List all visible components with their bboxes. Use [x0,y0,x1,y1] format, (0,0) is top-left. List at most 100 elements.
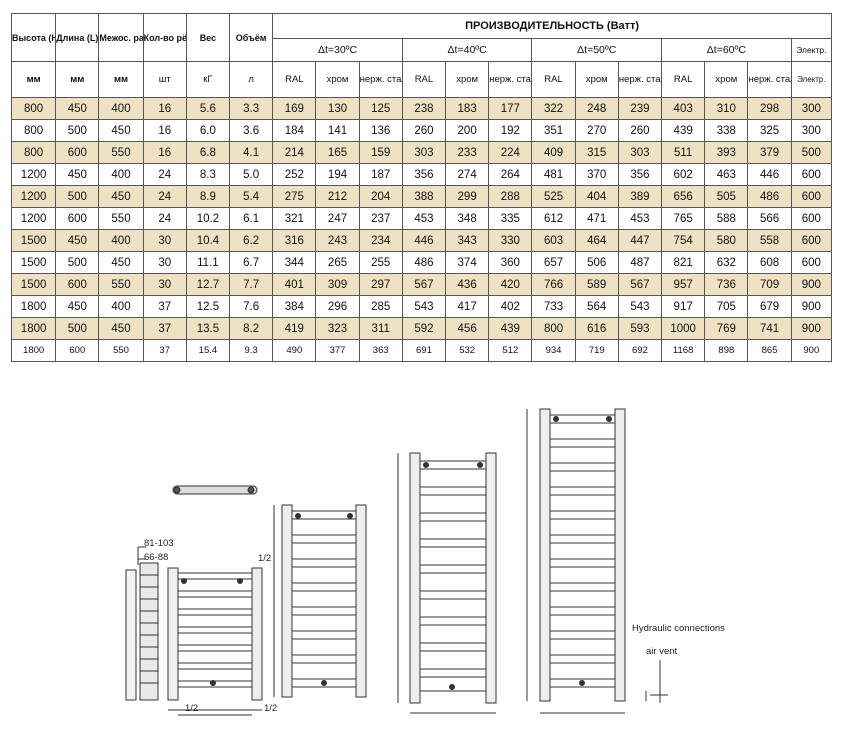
table-cell: 247 [315,207,360,230]
table-cell: 248 [574,97,619,120]
table-cell: 393 [704,141,749,164]
table-cell: 12.7 [185,273,231,296]
table-cell: 299 [445,185,490,208]
table-cell: 300 [790,119,833,142]
top-view-radiator [172,485,258,495]
table-cell: 709 [747,273,792,296]
table-cell: 691 [401,339,447,362]
table-cell: 338 [704,119,749,142]
table-cell: 567 [401,273,447,296]
header-volume: Объём [229,13,274,62]
table-cell: 608 [747,251,792,274]
unit-mm: мм [10,61,57,98]
table-cell: 37 [142,295,187,318]
table-cell: 506 [574,251,619,274]
air-vent-detail [645,660,668,703]
table-cell: 550 [98,207,144,230]
table-cell: 550 [98,141,144,164]
table-cell: 8.9 [185,185,231,208]
table-cell: 705 [704,295,749,318]
table-cell: 335 [488,207,533,230]
table-cell: 602 [661,163,706,186]
table-cell: 1200 [10,163,57,186]
table-cell: 567 [617,273,663,296]
table-cell: 194 [315,163,360,186]
table-cell: 600 [790,185,833,208]
table-cell: 446 [401,229,447,252]
table-cell: 24 [142,185,187,208]
wall-mount-detail [125,546,159,701]
table-cell: 550 [98,339,144,362]
table-cell: 566 [747,207,792,230]
table-cell: 754 [661,229,706,252]
table-cell: 184 [272,119,317,142]
table-cell: 400 [98,295,144,318]
table-cell: 356 [617,163,663,186]
table-cell: 165 [315,141,360,164]
table-cell: 343 [445,229,490,252]
table-cell: 363 [358,339,403,362]
table-cell: 464 [574,229,619,252]
table-cell: 300 [790,97,833,120]
table-cell: 24 [142,207,187,230]
table-cell: 237 [358,207,403,230]
table-cell: 6.8 [185,141,231,164]
unit-ral: RAL [272,61,317,98]
table-cell: 388 [401,185,447,208]
table-cell: 3.3 [229,97,274,120]
table-cell: 1800 [10,317,57,340]
table-cell: 500 [790,141,833,164]
table-cell: 500 [55,317,100,340]
table-cell: 330 [488,229,533,252]
table-cell: 325 [747,119,792,142]
table-cell: 183 [445,97,490,120]
table-cell: 592 [401,317,447,340]
table-cell: 741 [747,317,792,340]
table-cell: 900 [790,273,833,296]
table-cell: 10.4 [185,229,231,252]
header-height: Высота (Н) [10,13,57,62]
table-cell: 298 [747,97,792,120]
table-cell: 1500 [10,273,57,296]
table-cell: 603 [531,229,576,252]
unit-mm: мм [98,61,144,98]
table-cell: 456 [445,317,490,340]
table-cell: 404 [574,185,619,208]
table-cell: 12.5 [185,295,231,318]
table-cell: 481 [531,163,576,186]
table-cell: 957 [661,273,706,296]
table-cell: 450 [98,251,144,274]
table-cell: 439 [488,317,533,340]
unit-chrome: хром [315,61,360,98]
unit-liters: л [229,61,274,98]
table-cell: 214 [272,141,317,164]
unit-pcs: шт [142,61,187,98]
table-cell: 389 [617,185,663,208]
table-cell: 30 [142,251,187,274]
table-cell: 370 [574,163,619,186]
table-cell: 486 [747,185,792,208]
table-cell: 1200 [10,185,57,208]
table-cell: 303 [401,141,447,164]
table-cell: 37 [142,317,187,340]
table-cell: 4.1 [229,141,274,164]
table-cell: 505 [704,185,749,208]
table-cell: 224 [488,141,533,164]
header-dt30: Δt=30ºС [272,38,403,62]
table-cell: 16 [142,141,187,164]
table-cell: 500 [55,251,100,274]
table-cell: 450 [98,185,144,208]
table-cell: 322 [531,97,576,120]
table-cell: 600 [790,163,833,186]
table-cell: 543 [617,295,663,318]
unit-ral: RAL [531,61,576,98]
table-cell: 285 [358,295,403,318]
table-cell: 500 [55,185,100,208]
table-cell: 600 [790,207,833,230]
table-cell: 200 [445,119,490,142]
table-cell: 580 [704,229,749,252]
